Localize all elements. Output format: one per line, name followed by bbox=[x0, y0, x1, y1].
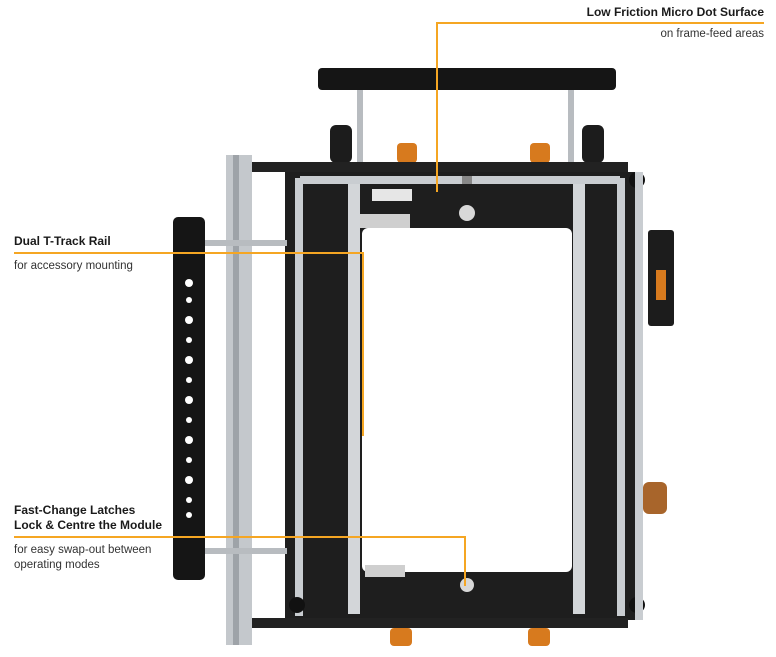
callout-subtitle-latches-1: for easy swap-out between bbox=[14, 544, 152, 556]
callout-line-t-track-v bbox=[362, 252, 364, 436]
callout-title-latches-2: Lock & Centre the Module bbox=[14, 518, 163, 532]
callout-line-t-track-h bbox=[14, 252, 364, 254]
callout-line-micro-dot-v bbox=[436, 22, 438, 192]
callout-line-latches-v bbox=[464, 536, 466, 586]
callout-subtitle-micro-dot: on frame-feed areas bbox=[660, 28, 764, 40]
callout-subtitle-t-track: for accessory mounting bbox=[14, 260, 133, 272]
callout-title-t-track: Dual T-Track Rail bbox=[14, 234, 111, 248]
callout-title-latches-1: Fast-Change Latches bbox=[14, 503, 136, 517]
callout-line-micro-dot-h bbox=[436, 22, 764, 24]
callout-subtitle-latches-2: operating modes bbox=[14, 559, 100, 571]
orange-wheel bbox=[528, 628, 550, 646]
orange-wheel bbox=[397, 143, 417, 163]
top-handle bbox=[318, 68, 616, 90]
orange-wheel bbox=[530, 143, 550, 163]
module-window bbox=[362, 228, 572, 572]
callout-line-latches-h bbox=[14, 536, 466, 538]
orange-wheel bbox=[390, 628, 412, 646]
callout-title-micro-dot: Low Friction Micro Dot Surface bbox=[586, 5, 764, 19]
